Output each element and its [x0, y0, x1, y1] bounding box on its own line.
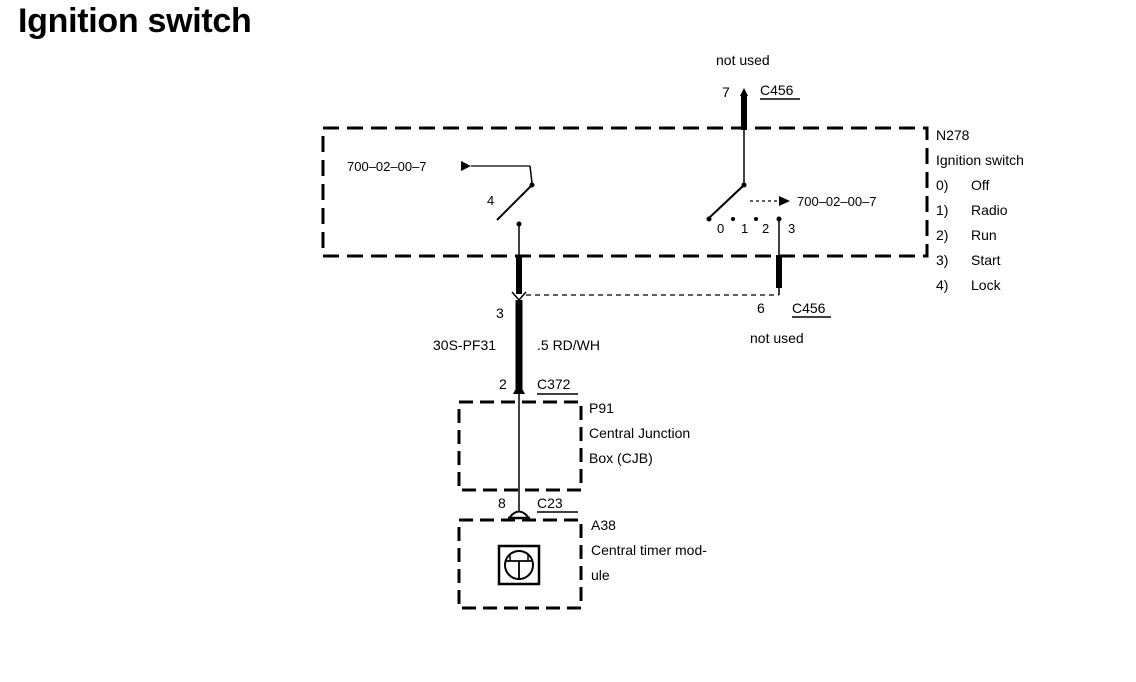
right-switch-blade — [708, 184, 745, 219]
position-num: 0) — [936, 177, 948, 193]
right-connector-pin: 6 — [757, 300, 765, 316]
position-label: Run — [971, 227, 997, 243]
right-connector-name: C456 — [792, 300, 826, 316]
module-icon — [497, 544, 541, 586]
switch-position-list: 0) Off 1) Radio 2) Run 3) Start 4) Lock — [936, 177, 1008, 293]
top-connector-name: C456 — [760, 82, 794, 98]
position-label: Radio — [971, 202, 1008, 218]
timer-name-line2: ule — [591, 567, 610, 583]
timer-module-box — [457, 518, 583, 610]
switch-pos-1: 1 — [741, 221, 748, 236]
position-num: 3) — [936, 252, 948, 268]
position-label: Off — [971, 177, 990, 193]
cjb-box — [457, 400, 583, 492]
page-title: Ignition switch — [18, 2, 252, 40]
switch-pos-3: 3 — [788, 221, 795, 236]
top-connector-pin: 7 — [722, 84, 730, 100]
timer-connector: C23 — [537, 495, 563, 511]
right-switch-pivot — [741, 182, 747, 188]
left-switch-pin: 4 — [487, 193, 494, 208]
position-num: 2) — [936, 227, 948, 243]
switch-contact — [754, 217, 758, 221]
right-switch-ref-arrow — [779, 196, 790, 206]
timer-pin: 8 — [498, 495, 506, 511]
ignition-switch-enclosure — [321, 126, 929, 258]
switch-contact — [776, 216, 782, 222]
wire-spec: .5 RD/WH — [537, 337, 600, 353]
top-connector-note: not used — [716, 52, 770, 68]
wire-pin-top: 3 — [496, 305, 504, 321]
cjb-connector-arrow — [513, 383, 525, 394]
timer-id: A38 — [591, 517, 616, 533]
right-connector-note: not used — [750, 330, 804, 346]
switch-id: N278 — [936, 127, 970, 143]
cjb-connector: C372 — [537, 376, 571, 392]
timer-name-line1: Central timer mod- — [591, 542, 707, 558]
position-label: Lock — [971, 277, 1002, 293]
timer-connector-symbol — [509, 510, 529, 518]
switch-pos-2: 2 — [762, 221, 769, 236]
switch-name: Ignition switch — [936, 152, 1024, 168]
switch-contact — [706, 216, 712, 222]
wire-circuit: 30S-PF31 — [433, 337, 496, 353]
top-connector-arrow — [740, 88, 748, 96]
switch-pos-0: 0 — [717, 221, 724, 236]
left-switch-ref-down — [529, 165, 533, 184]
position-num: 4) — [936, 277, 948, 293]
cjb-name-line2: Box (CJB) — [589, 450, 653, 466]
left-switch-ref: 700–02–00–7 — [347, 159, 427, 174]
cjb-pin: 2 — [499, 376, 507, 392]
left-switch-ref-arrow — [461, 161, 471, 171]
cjb-name-line1: Central Junction — [589, 425, 690, 441]
position-label: Start — [971, 252, 1001, 268]
switch-contact — [731, 217, 735, 221]
cjb-id: P91 — [589, 400, 614, 416]
left-switch-blade — [496, 184, 533, 221]
right-switch-ref: 700–02–00–7 — [797, 194, 877, 209]
position-num: 1) — [936, 202, 948, 218]
